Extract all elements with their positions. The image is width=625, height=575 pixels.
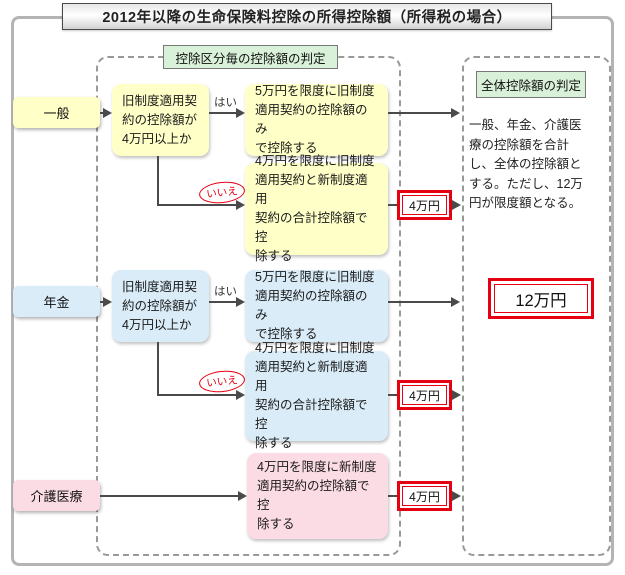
arrowhead: [238, 491, 247, 501]
total-region-label: 全体控除額の判定: [476, 71, 586, 98]
total-description: 一般、年金、介護医 療の控除額を合計 し、全体の控除額と する。ただし、12万 …: [469, 116, 609, 214]
result-line: 5万円を限度に旧制度: [255, 270, 375, 284]
arrow-general-yes-to-total: [388, 112, 451, 114]
amount-box-care: 4万円: [397, 481, 452, 511]
yes-label-pension: はい: [214, 286, 237, 298]
arrowhead: [236, 200, 245, 210]
result-box-pension-no: 4万円を限度に旧制度 適用契約と新制度適用 契約の合計控除額で控 除する: [245, 341, 388, 450]
result-box-pension-yes: 5万円を限度に旧制度 適用契約の控除額のみ で控除する: [245, 270, 388, 342]
result-line: 4万円を限度に旧制度: [255, 341, 375, 355]
total-amount-box: 12万円: [488, 278, 594, 319]
decision-line: 4万円以上か: [122, 317, 192, 332]
result-line: 適用契約と新制度適用: [255, 360, 368, 393]
description-line: し、全体の控除額と: [469, 157, 582, 171]
decision-box-pension: 旧制度適用契 約の控除額が 4万円以上か: [112, 270, 209, 342]
arrowhead: [451, 108, 460, 118]
result-line: で控除する: [255, 141, 318, 155]
category-label-care: 介護医療: [13, 480, 100, 511]
result-line: 契約の合計控除額で控: [255, 398, 368, 431]
decision-box-general: 旧制度適用契 約の控除額が 4万円以上か: [112, 84, 209, 156]
arrowhead: [103, 297, 112, 307]
arrow-no-pension: [157, 394, 236, 396]
arrowhead: [452, 390, 461, 400]
arrow-pension-yes-to-total: [388, 301, 451, 303]
total-region: [462, 56, 611, 556]
yes-label-general: はい: [214, 97, 237, 109]
arrowhead: [452, 200, 461, 210]
description-line: 一般、年金、介護医: [469, 118, 582, 132]
result-line: 4万円を限度に新制度: [257, 460, 377, 474]
arrowhead: [452, 491, 461, 501]
arrow-yes-general: [209, 112, 236, 114]
result-line: 4万円を限度に旧制度: [255, 154, 375, 168]
arrowhead: [103, 108, 112, 118]
result-box-care: 4万円を限度に新制度 適用契約の控除額で控 除する: [247, 453, 388, 539]
description-line: する。ただし、12万: [469, 176, 583, 191]
amount-value: 4万円: [402, 195, 447, 215]
arrow-no-general: [157, 204, 236, 206]
elbow-pension-no: [157, 342, 159, 395]
total-amount-value: 12万円: [494, 284, 588, 313]
amount-box-general: 4万円: [397, 190, 452, 220]
result-line: 適用契約の控除額のみ: [255, 103, 368, 136]
arrowhead: [236, 297, 245, 307]
result-line: 適用契約と新制度適用: [255, 173, 368, 206]
decision-line: 旧制度適用契: [122, 93, 198, 108]
amount-box-pension: 4万円: [397, 380, 452, 410]
decision-line: 約の控除額が: [122, 112, 198, 127]
page-title: 2012年以降の生命保険料控除の所得控除額（所得税の場合）: [62, 3, 552, 30]
amount-value: 4万円: [402, 486, 447, 506]
category-label-general: 一般: [13, 97, 100, 128]
arrowhead: [236, 390, 245, 400]
amount-value: 4万円: [402, 385, 447, 405]
result-line: で控除する: [255, 327, 318, 341]
connector-care-amount: [388, 495, 397, 497]
result-line: 除する: [255, 249, 293, 263]
description-line: 円が限度額となる。: [469, 196, 582, 210]
per-category-region-label: 控除区分毎の控除額の判定: [163, 45, 338, 69]
arrow-yes-pension: [209, 301, 236, 303]
connector-general-amount: [388, 204, 397, 206]
decision-line: 旧制度適用契: [122, 279, 198, 294]
result-line: 除する: [257, 517, 295, 531]
result-line: 適用契約の控除額で控: [257, 479, 370, 512]
description-line: 療の控除額を合計: [469, 137, 570, 152]
arrow-care-to-result: [100, 495, 238, 497]
arrowhead: [236, 108, 245, 118]
result-box-general-yes: 5万円を限度に旧制度 適用契約の控除額のみ で控除する: [245, 84, 388, 156]
decision-line: 4万円以上か: [122, 131, 192, 146]
connector-pension-amount: [388, 394, 397, 396]
arrowhead: [451, 297, 460, 307]
result-line: 5万円を限度に旧制度: [255, 84, 375, 98]
result-line: 契約の合計控除額で控: [255, 211, 368, 244]
category-label-pension: 年金: [13, 286, 100, 317]
elbow-general-no: [157, 156, 159, 205]
decision-line: 約の控除額が: [122, 298, 198, 313]
arrow-pension-to-decision: [100, 301, 103, 303]
result-line: 適用契約の控除額のみ: [255, 289, 368, 322]
arrow-general-to-decision: [100, 112, 103, 114]
result-line: 除する: [255, 436, 293, 450]
result-box-general-no: 4万円を限度に旧制度 適用契約と新制度適用 契約の合計控除額で控 除する: [245, 154, 388, 263]
